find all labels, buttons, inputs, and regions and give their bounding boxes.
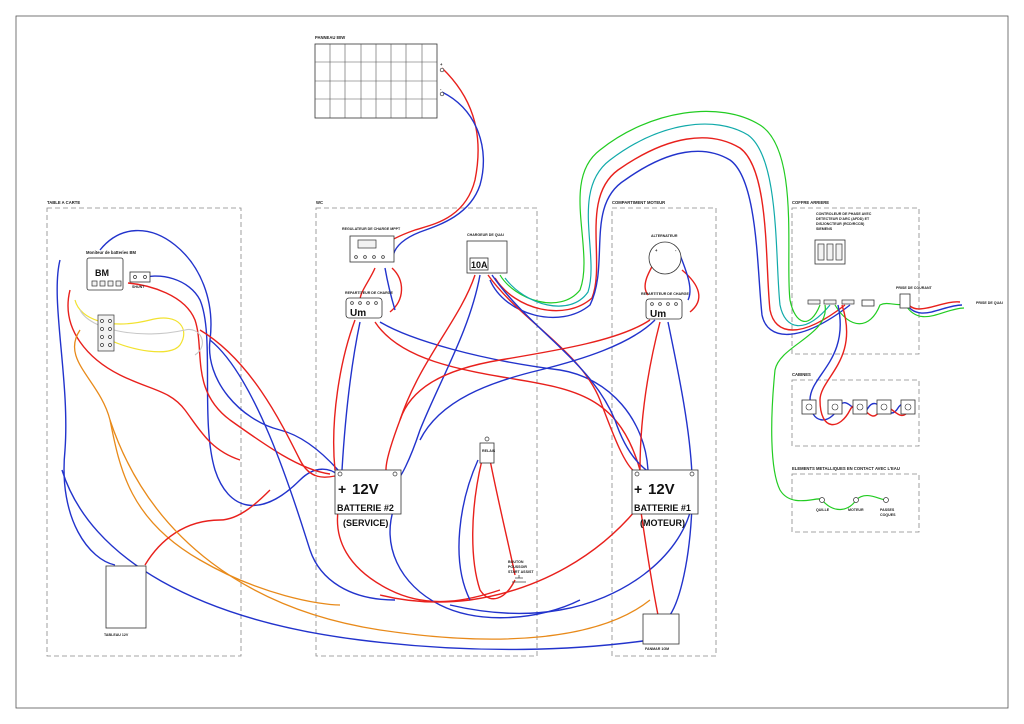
solar-panel: PANNEAU 80W + - xyxy=(314,35,445,119)
bouton-label-3: START ASSIST xyxy=(508,570,534,574)
repartiteur-wc: REPARTITEUR DE CHARGE Um xyxy=(345,291,393,319)
battery-1-voltage: 12V xyxy=(648,481,675,498)
relais: RELAIS xyxy=(479,436,496,464)
solar-panel-plus: + xyxy=(440,62,443,67)
mppt-regulator: REGULATEUR DE CHARGE MPPT xyxy=(342,227,401,263)
controleur-line-1: CONTROLEUR DE PHASE AVEC xyxy=(816,212,872,216)
zone-elements-label: ELEMENTS METALLIQUES EN CONTACT AVEC L'E… xyxy=(792,466,900,471)
repartiteur-wc-label: REPARTITEUR DE CHARGE xyxy=(345,291,393,295)
zone-table-carte xyxy=(46,207,242,657)
passes-label-1: PASSES xyxy=(880,508,895,512)
battery-2-plus: + xyxy=(338,481,346,497)
prise-courant: PRISE DE COURANT PRISE DE QUAI xyxy=(896,286,1003,309)
elements-metalliques: QUILLE MOTEUR PASSES COQUES xyxy=(816,497,896,517)
battery-2-voltage: 12V xyxy=(352,481,379,498)
repartiteur-moteur: REPARTITEUR DE CHARGE Um xyxy=(641,292,689,320)
quille-label: QUILLE xyxy=(816,508,830,512)
chargeur-de-quai: CHARGEUR DE QUAI 10A xyxy=(466,233,508,274)
shunt: SHUNT xyxy=(129,271,151,289)
alternateur-plus: + xyxy=(655,248,658,253)
battery-1-plus: + xyxy=(634,481,642,497)
moteur-label: MOTEUR xyxy=(848,508,864,512)
zone-table-carte-label: TABLE A CARTE xyxy=(47,200,80,205)
bouton-label-2: POUSSOIR xyxy=(508,565,527,569)
bouton-label-1: BOUTON xyxy=(508,560,524,564)
zone-wc xyxy=(315,207,538,657)
battery-monitor-title: Moniteur de batteries BM xyxy=(86,250,137,255)
zone-compartiment-moteur xyxy=(611,207,717,657)
controleur-line-2: DETECTEUR D'ARC (AFDD) ET xyxy=(816,217,870,221)
alternateur-minus: - xyxy=(675,248,677,253)
alternateur-label: ALTERNATEUR xyxy=(651,234,678,238)
drawing-frame xyxy=(15,15,1009,709)
zone-coffre-arriere-label: COFFRE ARRIERE xyxy=(792,200,829,205)
repartiteur-moteur-um: Um xyxy=(650,309,666,320)
mppt-regulator-label: REGULATEUR DE CHARGE MPPT xyxy=(342,227,401,231)
controleur-line-4: SIEMENS xyxy=(816,227,833,231)
prise-interne-label: PRISE DE COURANT xyxy=(896,286,933,290)
repartiteur-moteur-label: REPARTITEUR DE CHARGE xyxy=(641,292,689,296)
chargeur-de-quai-label: CHARGEUR DE QUAI xyxy=(467,233,504,237)
battery-2-role: (SERVICE) xyxy=(343,518,388,528)
fanmar-label: FANMAR 1GM xyxy=(645,647,669,651)
relais-label: RELAIS xyxy=(482,449,496,453)
battery-1-name: BATTERIE #1 xyxy=(634,503,691,513)
repartiteur-wc-um: Um xyxy=(350,308,366,319)
battery-2: + 12V BATTERIE #2 (SERVICE) xyxy=(334,469,402,528)
shunt-label: SHUNT xyxy=(132,285,145,289)
controleur-phase: CONTROLEUR DE PHASE AVEC DETECTEUR D'ARC… xyxy=(814,212,872,265)
passes-label-2: COQUES xyxy=(880,513,896,517)
zone-wc-label: WC xyxy=(316,200,323,205)
battery-monitor-bm: BM xyxy=(95,268,109,278)
terminal-block xyxy=(97,314,115,352)
cabines-sockets xyxy=(801,399,916,415)
solar-panel-label: PANNEAU 80W xyxy=(315,35,345,40)
battery-1-role: (MOTEUR) xyxy=(640,518,685,528)
bouton-poussoir: BOUTON POUSSOIR START ASSIST xyxy=(508,560,534,583)
chargeur-de-quai-value: 10A xyxy=(471,260,488,270)
tableau-12v: TABLEAU 12V xyxy=(104,565,147,637)
zone-elements xyxy=(791,473,920,533)
zone-cabines xyxy=(791,379,920,447)
zone-cabines-label: CABINES xyxy=(792,372,811,377)
fanmar-engine: FANMAR 1GM xyxy=(642,613,680,651)
tableau-12v-label: TABLEAU 12V xyxy=(104,633,129,637)
battery-1: + 12V BATTERIE #1 (MOTEUR) xyxy=(631,469,699,528)
battery-2-name: BATTERIE #2 xyxy=(337,503,394,513)
zone-compartiment-moteur-label: COMPARTIMENT MOTEUR xyxy=(612,200,665,205)
solar-panel-minus: - xyxy=(440,87,442,92)
alternateur: ALTERNATEUR + - xyxy=(648,234,682,275)
controleur-line-3: DISJONCTEUR (RCD/RCCB) xyxy=(816,222,865,226)
battery-monitor: Moniteur de batteries BM BM xyxy=(86,250,137,291)
prise-externe-label: PRISE DE QUAI xyxy=(976,301,1003,305)
coffre-terminals xyxy=(807,299,875,307)
zone-coffre-arriere xyxy=(791,207,920,355)
